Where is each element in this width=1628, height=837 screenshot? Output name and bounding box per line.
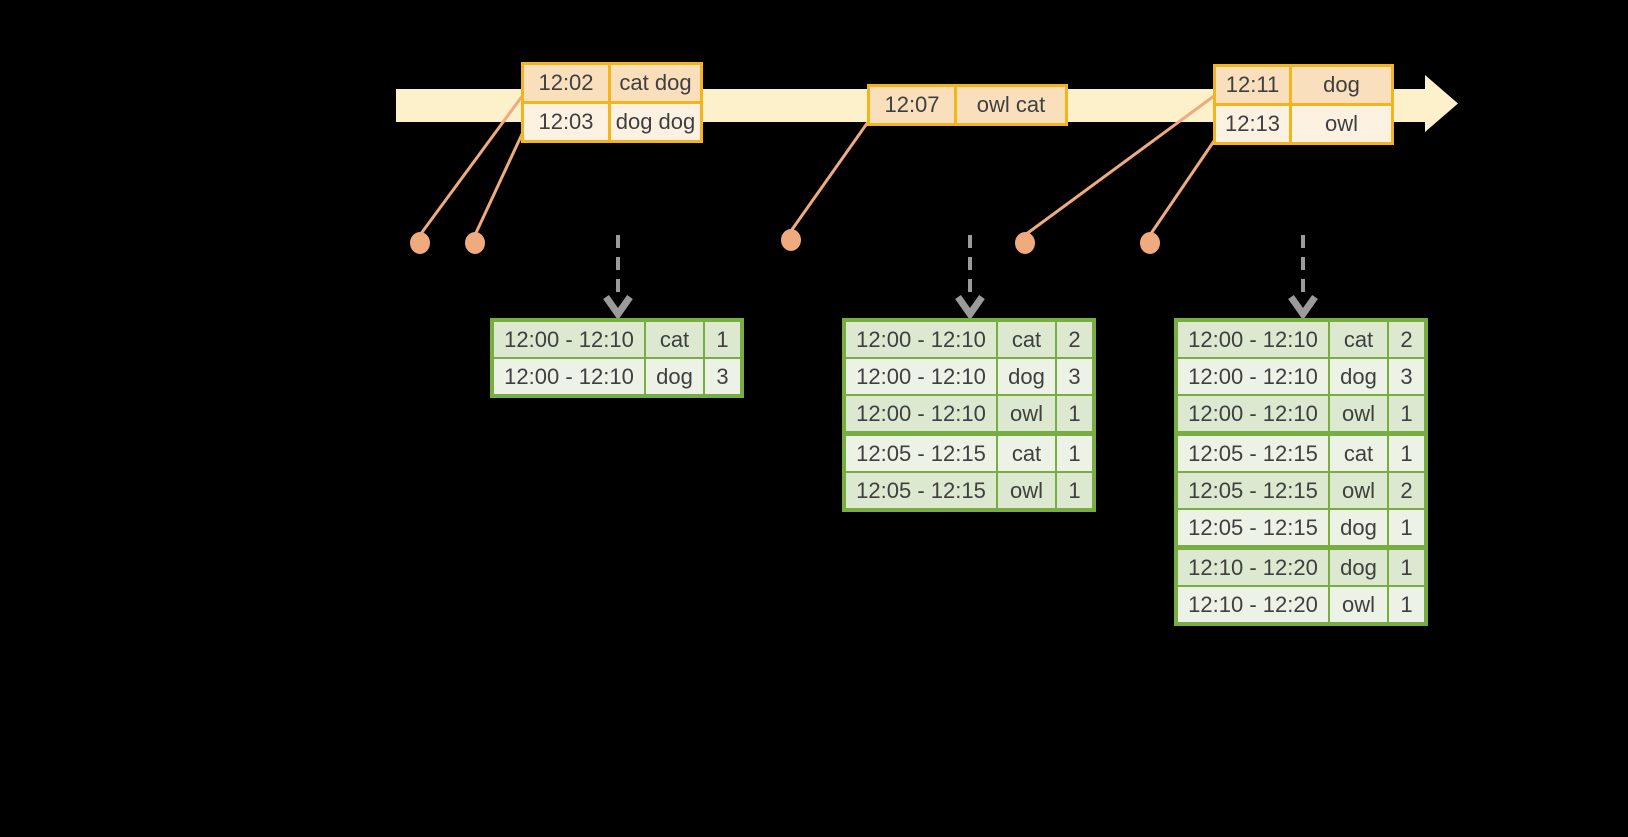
event-time: 12:07 — [870, 87, 954, 123]
result-window: 12:05 - 12:15 — [1178, 436, 1328, 471]
result-window: 12:10 - 12:20 — [1178, 550, 1328, 585]
result-word: dog — [1328, 550, 1387, 585]
result-count: 1 — [1387, 510, 1424, 545]
result-word: dog — [644, 359, 703, 394]
event-dot-icon — [410, 232, 430, 254]
result-window: 12:00 - 12:10 — [1178, 322, 1328, 357]
event-words: cat dog — [608, 65, 700, 101]
event-dot-icon — [465, 232, 485, 254]
result-word: cat — [1328, 436, 1387, 471]
event-dots — [410, 229, 1160, 254]
timeline-arrowhead-icon — [1425, 75, 1458, 132]
event-words: owl — [1289, 106, 1391, 142]
event-time: 12:13 — [1216, 106, 1289, 142]
result-window: 12:00 - 12:10 — [1178, 396, 1328, 431]
result-word: dog — [1328, 359, 1387, 394]
event-connector-line — [789, 121, 870, 232]
event-words: dog dog — [608, 104, 700, 140]
result-word: owl — [996, 396, 1055, 431]
result-count: 1 — [1387, 550, 1424, 585]
result-count: 1 — [703, 322, 740, 357]
result-window: 12:00 - 12:10 — [494, 322, 644, 357]
result-word: cat — [996, 436, 1055, 471]
result-word: owl — [1328, 473, 1387, 508]
result-count: 2 — [1055, 322, 1092, 357]
result-count: 3 — [1387, 359, 1424, 394]
event-time: 12:11 — [1216, 67, 1289, 103]
event-time: 12:02 — [524, 65, 608, 101]
result-window: 12:05 - 12:15 — [1178, 473, 1328, 508]
result-word: owl — [1328, 587, 1387, 622]
result-word: cat — [1328, 322, 1387, 357]
result-count: 2 — [1387, 473, 1424, 508]
event-dot-icon — [1140, 232, 1160, 254]
event-dot-icon — [1015, 232, 1035, 254]
result-window: 12:05 - 12:15 — [846, 473, 996, 508]
result-count: 1 — [1387, 396, 1424, 431]
result-word: dog — [1328, 510, 1387, 545]
event-dot-icon — [781, 229, 801, 251]
result-window: 12:10 - 12:20 — [1178, 587, 1328, 622]
result-count: 3 — [1055, 359, 1092, 394]
result-window: 12:00 - 12:10 — [846, 396, 996, 431]
result-word: cat — [644, 322, 703, 357]
result-window: 12:05 - 12:15 — [846, 436, 996, 471]
result-window: 12:00 - 12:10 — [1178, 359, 1328, 394]
result-count: 1 — [1055, 473, 1092, 508]
event-connector-line — [473, 131, 525, 236]
event-connector-line — [1148, 140, 1216, 236]
trigger-arrowhead-icon — [1288, 294, 1318, 321]
trigger-arrowhead-icon — [955, 294, 985, 321]
event-words: dog — [1289, 67, 1391, 103]
result-count: 3 — [703, 359, 740, 394]
result-window: 12:00 - 12:10 — [846, 322, 996, 357]
result-window: 12:00 - 12:10 — [846, 359, 996, 394]
result-count: 1 — [1055, 396, 1092, 431]
event-connector-line — [1024, 94, 1215, 237]
trigger-arrowhead-icon — [603, 294, 633, 321]
result-window: 12:00 - 12:10 — [494, 359, 644, 394]
result-window: 12:05 - 12:15 — [1178, 510, 1328, 545]
event-words: owl cat — [954, 87, 1065, 123]
result-word: owl — [1328, 396, 1387, 431]
result-count: 1 — [1387, 587, 1424, 622]
event-connector-lines — [418, 94, 1216, 237]
result-word: cat — [996, 322, 1055, 357]
event-time: 12:03 — [524, 104, 608, 140]
result-word: owl — [996, 473, 1055, 508]
result-word: dog — [996, 359, 1055, 394]
result-count: 1 — [1387, 436, 1424, 471]
trigger-arrows — [603, 235, 1318, 321]
event-connector-line — [418, 94, 525, 236]
result-count: 2 — [1387, 322, 1424, 357]
result-count: 1 — [1055, 436, 1092, 471]
